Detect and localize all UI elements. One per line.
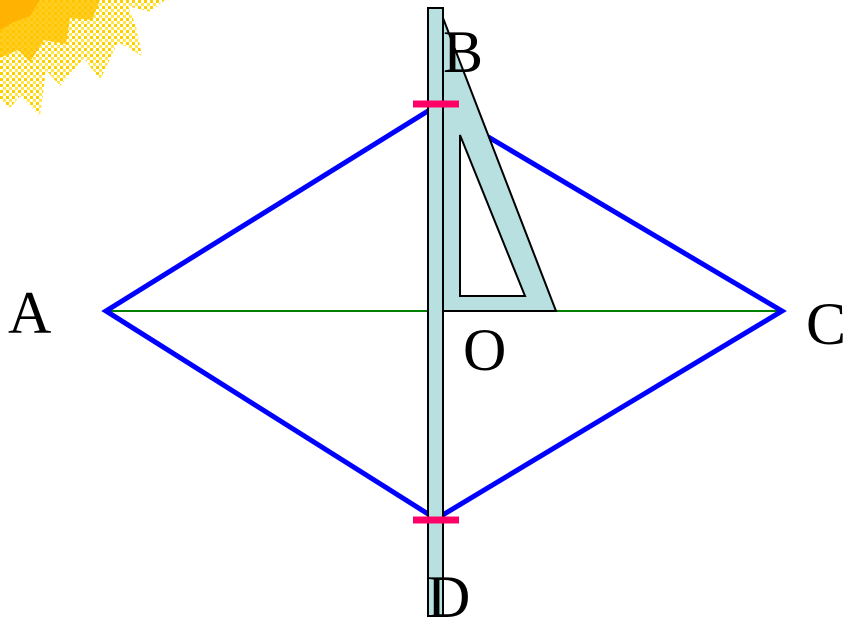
label-a: A bbox=[8, 280, 51, 346]
sun-corner-icon bbox=[0, 0, 165, 116]
ruler bbox=[427, 7, 444, 617]
label-b: B bbox=[443, 19, 483, 85]
label-d: D bbox=[427, 564, 470, 619]
rhombus-abcd bbox=[101, 103, 787, 522]
label-o: O bbox=[463, 317, 506, 383]
label-c: C bbox=[806, 291, 846, 357]
